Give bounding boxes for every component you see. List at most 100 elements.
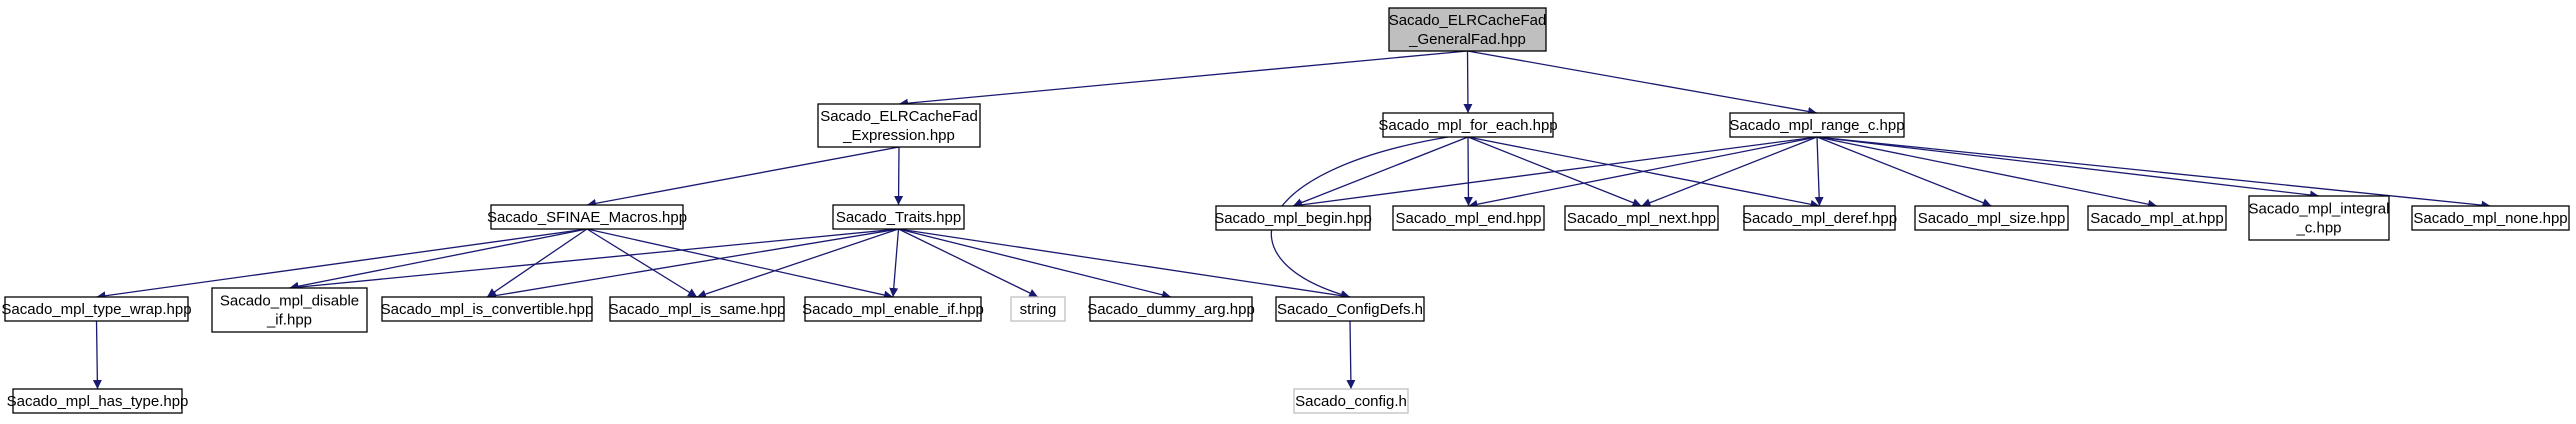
edge-sfinae-to-typewrap xyxy=(96,228,588,301)
edge-rangec-to-end xyxy=(1468,136,1818,209)
edge-typewrap-to-hastype xyxy=(92,320,102,390)
edge-rangec-to-begin xyxy=(1292,136,1818,210)
node-label: Sacado_mpl_size.hpp xyxy=(1918,210,2066,227)
edge-configdefs-to-config xyxy=(1346,320,1356,390)
node-end[interactable]: Sacado_mpl_end.hpp xyxy=(1392,205,1545,231)
node-isconv[interactable]: Sacado_mpl_is_convertible.hpp xyxy=(381,296,594,322)
node-box xyxy=(1010,296,1066,322)
node-box xyxy=(1729,112,1905,138)
node-dummy[interactable]: Sacado_dummy_arg.hpp xyxy=(1087,296,1255,322)
node-label: Sacado_mpl_has_type.hpp xyxy=(7,393,189,410)
node-box xyxy=(804,296,982,322)
edge-rangec-to-next xyxy=(1641,136,1818,207)
node-hastype[interactable]: Sacado_mpl_has_type.hpp xyxy=(7,388,189,414)
node-label: Sacado_ELRCacheFad xyxy=(820,108,978,125)
edge-expr-to-traits xyxy=(894,146,904,206)
node-deref[interactable]: Sacado_mpl_deref.hpp xyxy=(1742,205,1897,231)
node-rangec[interactable]: Sacado_mpl_range_c.hpp xyxy=(1729,112,1905,138)
node-typewrap[interactable]: Sacado_mpl_type_wrap.hpp xyxy=(1,296,192,322)
node-box xyxy=(1382,112,1554,138)
node-label: _GeneralFad.hpp xyxy=(1408,31,1526,48)
node-box xyxy=(609,296,785,322)
edge-root-to-rangec xyxy=(1467,50,1818,116)
node-begin[interactable]: Sacado_mpl_begin.hpp xyxy=(1214,205,1372,231)
edge-traits-to-isconv xyxy=(486,228,899,300)
node-box xyxy=(2087,205,2227,231)
node-label: Sacado_dummy_arg.hpp xyxy=(1087,301,1255,318)
node-label: Sacado_mpl_range_c.hpp xyxy=(1729,117,1904,134)
node-box xyxy=(381,296,593,322)
node-box xyxy=(12,388,183,414)
node-label: Sacado_mpl_next.hpp xyxy=(1567,210,1716,227)
edge-sfinae-to-enable xyxy=(586,228,894,300)
node-label: Sacado_mpl_enable_if.hpp xyxy=(802,301,984,318)
node-configdefs[interactable]: Sacado_ConfigDefs.h xyxy=(1275,296,1425,322)
edge-rangec-to-integral xyxy=(1816,136,2320,200)
node-label: string xyxy=(1020,301,1057,318)
node-label: Sacado_mpl_is_same.hpp xyxy=(609,301,786,318)
node-box xyxy=(1215,205,1371,231)
node-box xyxy=(1392,205,1545,231)
node-box xyxy=(1743,205,1896,231)
node-box xyxy=(1564,205,1719,231)
edge-traits-to-string xyxy=(898,228,1039,298)
node-traits[interactable]: Sacado_Traits.hpp xyxy=(832,204,965,230)
node-string[interactable]: string xyxy=(1010,296,1066,322)
node-foreach[interactable]: Sacado_mpl_for_each.hpp xyxy=(1378,112,1558,138)
node-label: Sacado_ConfigDefs.h xyxy=(1277,301,1423,318)
edge-rangec-to-size xyxy=(1816,136,1992,207)
node-box xyxy=(4,296,189,322)
node-disable[interactable]: Sacado_mpl_disable _if.hpp xyxy=(211,287,368,333)
node-enable[interactable]: Sacado_mpl_enable_if.hpp xyxy=(802,296,984,322)
node-box xyxy=(1914,205,2069,231)
edges-layer xyxy=(92,50,2491,390)
node-box xyxy=(2411,205,2570,231)
node-config[interactable]: Sacado_config.h xyxy=(1293,388,1409,414)
node-label: _c.hpp xyxy=(2295,220,2341,237)
edge-rangec-to-deref xyxy=(1814,136,1824,207)
node-integral[interactable]: Sacado_mpl_integral _c.hpp xyxy=(2248,195,2390,241)
node-box xyxy=(211,287,368,333)
node-none[interactable]: Sacado_mpl_none.hpp xyxy=(2411,205,2570,231)
node-box xyxy=(1275,296,1425,322)
node-box xyxy=(817,103,981,148)
node-box xyxy=(1388,7,1547,52)
node-size[interactable]: Sacado_mpl_size.hpp xyxy=(1914,205,2069,231)
edge-traits-to-configdefs xyxy=(898,228,1351,301)
node-label: Sacado_mpl_begin.hpp xyxy=(1214,210,1372,227)
edge-traits-to-enable xyxy=(889,228,900,298)
node-label: Sacado_ELRCacheFad xyxy=(1389,12,1547,29)
node-box xyxy=(2248,195,2390,241)
edge-expr-to-sfinae xyxy=(586,146,900,208)
node-label: Sacado_mpl_deref.hpp xyxy=(1742,210,1897,227)
edge-traits-to-issame xyxy=(696,228,899,299)
node-at[interactable]: Sacado_mpl_at.hpp xyxy=(2087,205,2227,231)
edge-sfinae-to-disable xyxy=(289,228,588,291)
node-issame[interactable]: Sacado_mpl_is_same.hpp xyxy=(609,296,786,322)
node-label: Sacado_config.h xyxy=(1295,393,1407,410)
edge-sfinae-to-isconv xyxy=(486,228,588,298)
edge-rangec-to-at xyxy=(1816,136,2158,209)
node-next[interactable]: Sacado_mpl_next.hpp xyxy=(1564,205,1719,231)
node-label: _Expression.hpp xyxy=(842,127,955,144)
nodes-layer: Sacado_ELRCacheFad_GeneralFad.hppSacado_… xyxy=(1,7,2570,414)
node-label: _if.hpp xyxy=(266,312,312,329)
node-label: Sacado_mpl_for_each.hpp xyxy=(1378,117,1557,134)
node-box xyxy=(832,204,965,230)
node-root[interactable]: Sacado_ELRCacheFad _GeneralFad.hpp xyxy=(1388,7,1547,52)
node-label: Sacado_mpl_disable xyxy=(220,293,359,310)
node-expr[interactable]: Sacado_ELRCacheFad _Expression.hpp xyxy=(817,103,981,148)
node-label: Sacado_mpl_integral xyxy=(2249,201,2390,218)
node-label: Sacado_mpl_at.hpp xyxy=(2090,210,2223,227)
node-label: Sacado_Traits.hpp xyxy=(836,209,961,226)
node-sfinae[interactable]: Sacado_SFINAE_Macros.hpp xyxy=(487,204,687,230)
edge-traits-to-dummy xyxy=(898,228,1172,300)
node-label: Sacado_SFINAE_Macros.hpp xyxy=(487,209,687,226)
node-box xyxy=(1089,296,1253,322)
edge-traits-to-disable xyxy=(289,228,899,292)
node-box xyxy=(1293,388,1409,414)
node-label: Sacado_mpl_type_wrap.hpp xyxy=(1,301,191,318)
node-label: Sacado_mpl_none.hpp xyxy=(2413,210,2567,227)
edge-root-to-foreach xyxy=(1463,50,1473,114)
